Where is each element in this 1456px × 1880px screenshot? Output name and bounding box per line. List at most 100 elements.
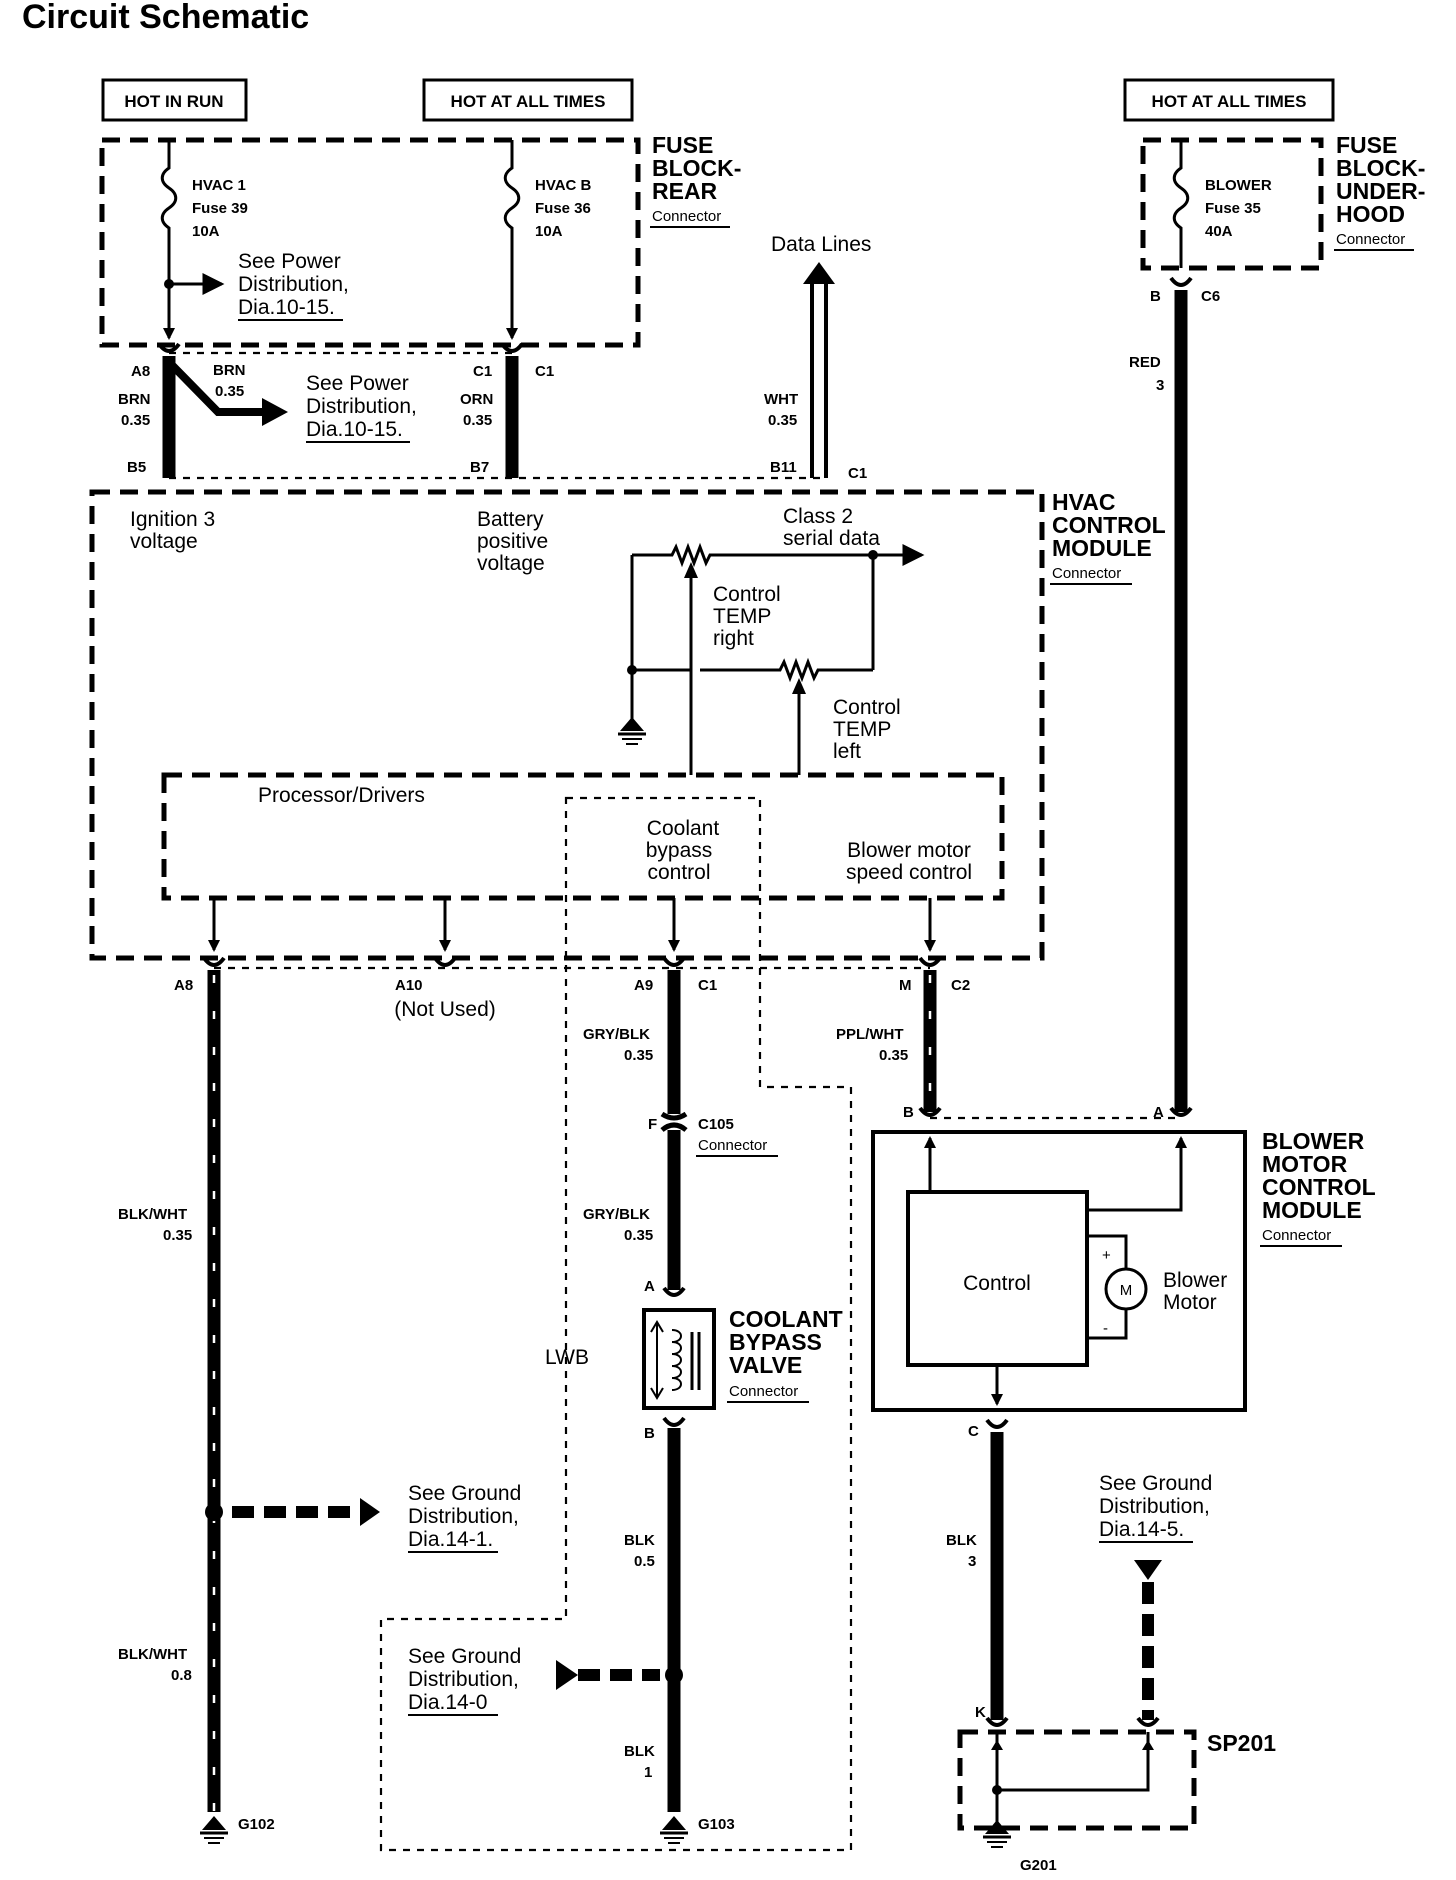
gd-14-1-line-2: Distribution, <box>408 1505 519 1528</box>
data-lines-label: Data Lines <box>771 233 871 256</box>
ppl-wht-label: PPL/WHT <box>836 1026 904 1043</box>
hvac-module-outline <box>89 489 1045 961</box>
brn-left-label: BRN <box>118 391 151 408</box>
coolant-ctrl-label-3: control <box>647 861 710 884</box>
g201-ground-icon <box>983 1820 1011 1848</box>
gry-blk-1-size: 0.35 <box>624 1047 653 1064</box>
fuse-rear-see-power-1: See Power <box>238 250 341 273</box>
battery-label-1: Battery <box>477 508 544 531</box>
blower-fuse-symbol <box>1172 140 1190 268</box>
valve-a-connector <box>662 1286 686 1297</box>
temp-left-label-3: left <box>833 740 861 763</box>
blk-3-size: 3 <box>968 1553 976 1570</box>
blower-motor-control-module: BLOWER MOTOR CONTROL MODULE Connector Co… <box>871 1128 1376 1412</box>
coolant-valve-body <box>642 1308 716 1410</box>
bmcm-a-connector <box>1169 1106 1193 1117</box>
orn-label: ORN <box>460 391 493 408</box>
hvac-b-fuse-number: Fuse 36 <box>535 200 591 217</box>
class2-label-2: serial data <box>783 527 880 550</box>
pin-c1-left: C1 <box>473 363 492 380</box>
bmcm-outline <box>871 1130 1247 1412</box>
top-see-power-1: See Power <box>306 372 409 395</box>
pin-b5: B5 <box>127 459 146 476</box>
bmcm-title-3: CONTROL <box>1262 1174 1376 1200</box>
gd-14-5-line-3: Dia.14-5. <box>1099 1518 1184 1541</box>
battery-label-3: voltage <box>477 552 545 575</box>
a10-connector <box>433 956 457 967</box>
pin-c6: C6 <box>1201 288 1220 305</box>
temp-right-label-2: TEMP <box>713 605 771 628</box>
sp201-splice <box>992 1785 1002 1795</box>
coolant-ctrl-label-2: bypass <box>646 839 713 862</box>
temp-left-potentiometer <box>632 657 873 683</box>
blower-motor-label-2: Motor <box>1163 1291 1217 1314</box>
pin-k: K <box>975 1704 986 1721</box>
hvac-1-fuse-number: Fuse 39 <box>192 200 248 217</box>
coolant-valve-subtitle: Connector <box>729 1383 798 1400</box>
fuse-rear-see-power-3: Dia.10-15. <box>238 296 335 319</box>
control-label: Control <box>963 1272 1031 1295</box>
blower-fuse-number: Fuse 35 <box>1205 200 1261 217</box>
top-see-power-2: Distribution, <box>306 395 417 418</box>
c1-connector-symbol <box>500 342 524 353</box>
coolant-ctrl-label-1: Coolant <box>647 817 720 840</box>
blower-fuse-name: BLOWER <box>1205 177 1272 194</box>
ppl-wht-size: 0.35 <box>879 1047 908 1064</box>
pin-a-valve: A <box>644 1278 655 1295</box>
wht-size: 0.35 <box>768 412 797 429</box>
pin-b7: B7 <box>470 459 489 476</box>
gd-14-0-line-3: Dia.14-0 <box>408 1691 487 1714</box>
blower-ctrl-label-2: speed control <box>846 861 972 884</box>
pin-c1-a9: C1 <box>698 977 717 994</box>
processor-label: Processor/Drivers <box>258 784 425 807</box>
fuse-block-rear-title-1: FUSE <box>652 132 713 158</box>
pin-a-bmcm: A <box>1153 1104 1164 1121</box>
g103-splice <box>665 1666 683 1684</box>
blk-wht-1-size: 0.35 <box>163 1227 192 1244</box>
data-lines-arrow <box>803 262 835 284</box>
gd-14-5-line-1: See Ground <box>1099 1472 1212 1495</box>
blower-fuse-rating: 40A <box>1205 223 1233 240</box>
hvac-subtitle: Connector <box>1052 565 1121 582</box>
blk-1-label: BLK <box>624 1743 655 1760</box>
pin-b-valve: B <box>644 1425 655 1442</box>
fuse-block-underhood-title-1: FUSE <box>1336 132 1397 158</box>
pin-c-bmcm: C <box>968 1423 979 1440</box>
fuse-block-rear-title-2: BLOCK- <box>652 155 741 181</box>
g201-label: G201 <box>1020 1857 1057 1874</box>
not-used-label: (Not Used) <box>394 998 496 1021</box>
bottom-wiring: A8 BLK/WHT 0.35 See Ground Distribution,… <box>118 956 1193 1844</box>
sp201-connector <box>1136 1716 1160 1727</box>
brn-top-label: BRN <box>213 362 246 379</box>
temp-left-label-2: TEMP <box>833 718 891 741</box>
hvac-title-2: CONTROL <box>1052 512 1166 538</box>
hot-at-all-times-box-1: HOT AT ALL TIMES <box>422 78 634 122</box>
red-size: 3 <box>1156 377 1164 394</box>
motor-symbol: M <box>1120 1282 1133 1299</box>
hvac-1-fuse-symbol <box>160 140 178 340</box>
bmcm-title-1: BLOWER <box>1262 1128 1365 1154</box>
hot-in-run-label: HOT IN RUN <box>124 92 223 111</box>
fuse-rear-see-power-2: Distribution, <box>238 273 349 296</box>
blower-motor-label-1: Blower <box>1163 1269 1227 1292</box>
blk-05-size: 0.5 <box>634 1553 655 1570</box>
pin-f: F <box>648 1116 657 1133</box>
fuse-block-underhood-title-3: UNDER- <box>1336 178 1425 204</box>
hvac-b-fuse-rating: 10A <box>535 223 563 240</box>
hot-at-all-times-label-2: HOT AT ALL TIMES <box>1152 92 1307 111</box>
pin-c1-right: C1 <box>535 363 554 380</box>
lwb-label: LWB <box>545 1346 589 1369</box>
m-connector <box>918 956 942 967</box>
temp-left-label-1: Control <box>833 696 901 719</box>
k-connector <box>985 1716 1009 1727</box>
blk-05-label: BLK <box>624 1532 655 1549</box>
ignition-label-2: voltage <box>130 530 198 553</box>
bmcm-b-connector <box>918 1106 942 1117</box>
coolant-valve-title-3: VALVE <box>729 1352 802 1378</box>
a9-connector <box>662 956 686 967</box>
fuse-block-underhood: FUSE BLOCK- UNDER- HOOD Connector BLOWER… <box>1140 132 1425 271</box>
c105-connector-bottom <box>660 1122 688 1133</box>
pin-b11: B11 <box>770 459 797 476</box>
gd-14-0-line-1: See Ground <box>408 1645 521 1668</box>
bmcm-title-2: MOTOR <box>1262 1151 1348 1177</box>
